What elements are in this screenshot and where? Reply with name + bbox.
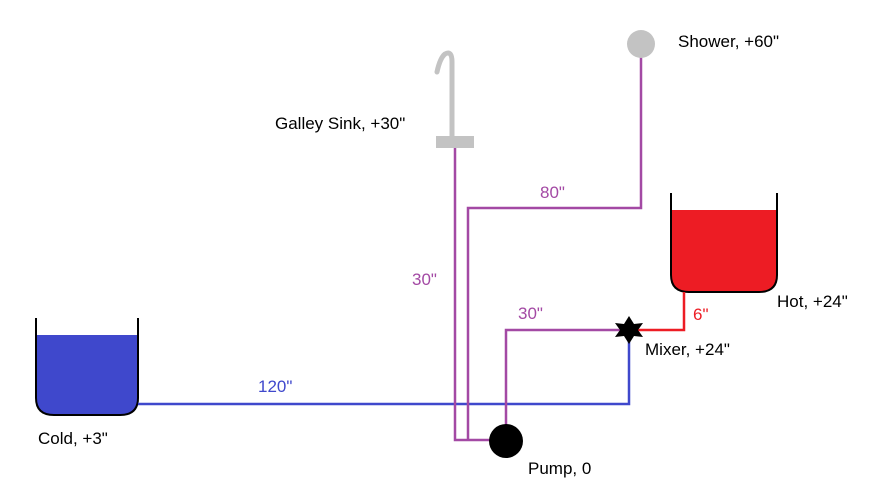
pump-to-shower-pipe [466,55,643,440]
hot-tank-label: Hot, +24" [777,292,848,311]
cold-tank-outline [35,318,139,416]
pipe-length-sink: 30" [412,270,437,289]
pump-to-sink-pipe [453,148,505,442]
galley-sink-label: Galley Sink, +30" [275,114,405,133]
hot-tank-outline [670,193,778,293]
mixer-label: Mixer, +24" [645,340,730,359]
pipe-length-cold: 120" [258,377,292,396]
sink-base [436,136,474,148]
pump-icon [489,424,523,458]
pipe-length-hot: 6" [693,305,709,324]
galley-sink [434,50,474,148]
pipe-length-mixer: 30" [518,304,543,323]
pump-to-mixer-pipe [504,328,629,440]
faucet-icon [434,50,455,141]
mixer-star-icon [615,316,643,344]
cold-pipe [138,330,631,406]
pipe-length-shower: 80" [540,183,565,202]
hot-tank [670,193,778,293]
shower-label: Shower, +60" [678,32,779,51]
pump-label: Pump, 0 [528,459,591,478]
cold-tank [35,318,139,416]
hot-pipe [629,292,686,332]
cold-tank-water [36,335,138,415]
shower-head-icon [627,30,655,58]
hot-tank-water [671,210,777,292]
cold-tank-label: Cold, +3" [38,429,108,448]
